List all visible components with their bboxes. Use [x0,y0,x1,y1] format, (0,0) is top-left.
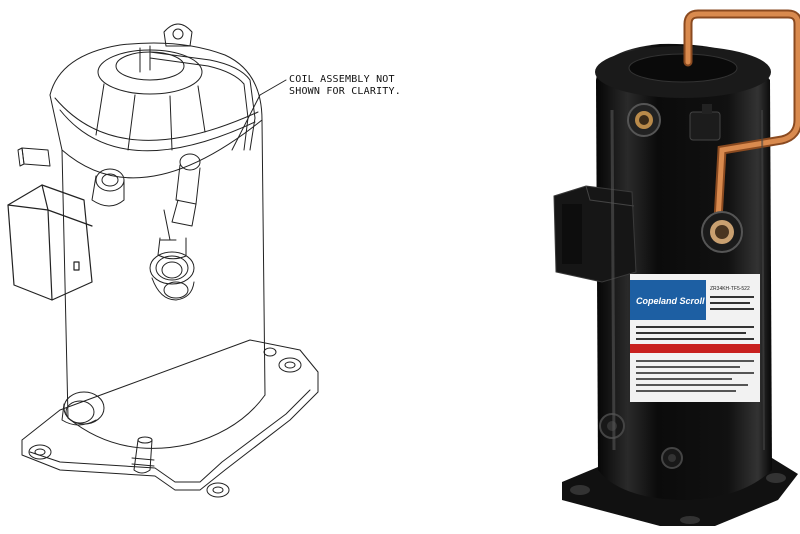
coil-assembly-note: COIL ASSEMBLY NOT SHOWN FOR CLARITY. [289,74,401,98]
copper-discharge-tube [683,9,800,225]
compressor-line-drawing: COIL ASSEMBLY NOT SHOWN FOR CLARITY. [7,23,401,498]
photo-discharge-fitting [701,211,743,253]
left-side-fitting [17,147,51,167]
photo-suction-fitting [627,103,661,137]
shell-body [61,119,266,449]
top-dome [49,42,263,152]
shell-highlight [610,109,616,451]
suction-fitting [91,168,125,207]
solenoid-coil [689,104,721,141]
terminal-box [7,184,93,301]
label-model: ZR34KH-TF5-522 [710,286,750,292]
photo-lower-fittings [599,413,683,469]
base-plate [21,339,319,498]
product-label: Copeland Scroll ZR34KH-TF5-522 [630,274,760,402]
discharge-fitting [149,237,195,301]
line-drawing-svg [7,23,319,498]
bottom-stub [131,436,155,474]
note-line-1: COIL ASSEMBLY NOT [289,74,395,85]
photo-svg: Copeland Scroll ZR34KH-TF5-522 [553,9,800,526]
discharge-tube [149,51,256,151]
lower-fitting [61,391,105,426]
service-valve [159,153,201,241]
label-brand: Copeland Scroll [636,296,705,306]
note-line-2: SHOWN FOR CLARITY. [289,86,401,97]
annotation-leader-line [231,79,287,151]
compressor-photo: Copeland Scroll ZR34KH-TF5-522 [540,0,800,529]
lifting-lug [163,23,193,47]
photo-terminal-box [553,185,637,283]
